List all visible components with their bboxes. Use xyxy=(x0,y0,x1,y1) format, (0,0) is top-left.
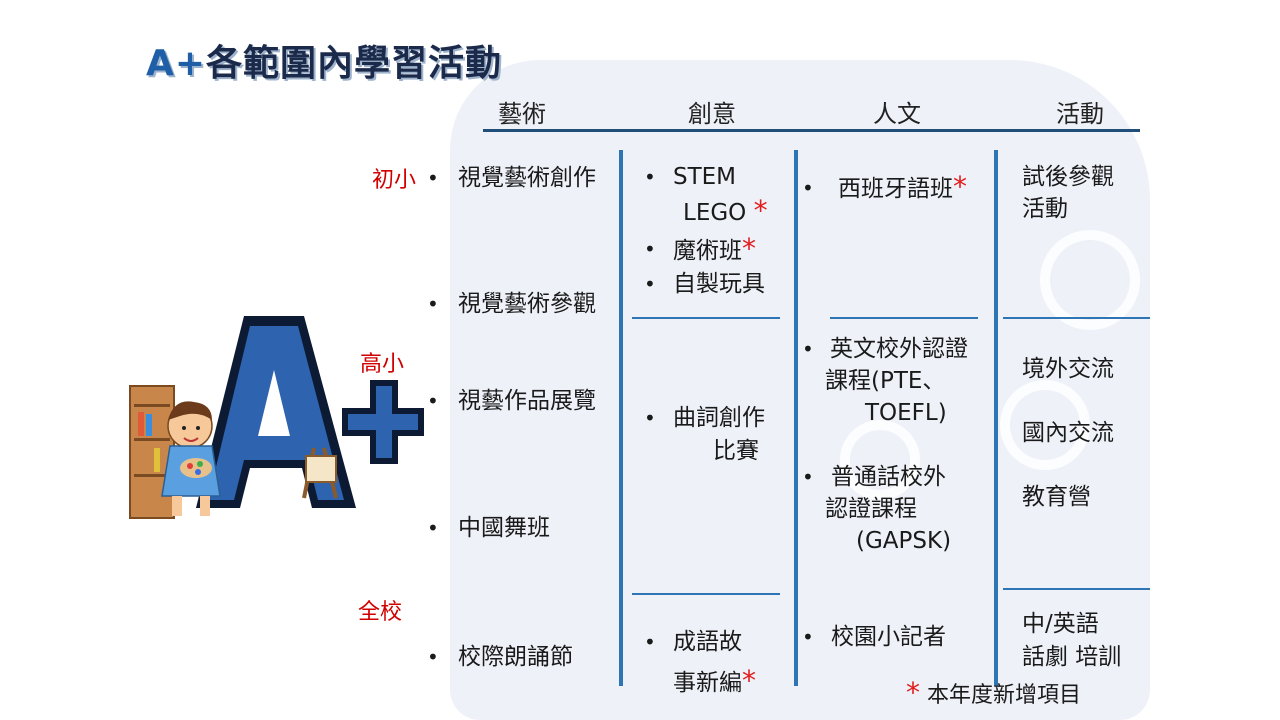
activity-overseas: 境外交流 xyxy=(1022,356,1114,382)
creative-magic-text: 魔術班 xyxy=(673,238,742,264)
easel-canvas xyxy=(305,455,337,483)
background-ring xyxy=(1000,380,1090,470)
a-plus-child-painting-illustration xyxy=(129,316,424,519)
humanities-putonghua-line2: 認證課程 xyxy=(825,496,917,522)
bullet-marker: • xyxy=(802,337,814,361)
creative-stem-text: LEGO xyxy=(683,200,747,226)
creative-magic: 魔術班* xyxy=(673,232,756,268)
humanities-english-line3: TOEFL) xyxy=(865,400,947,426)
new-item-star: * xyxy=(906,676,920,709)
creative-lyrics-line1: 曲詞創作 xyxy=(673,405,765,431)
title-prefix: A+ xyxy=(146,43,207,84)
creative-idiom-text: 事新編 xyxy=(673,670,742,696)
header-activities: 活動 xyxy=(1056,100,1104,128)
header-humanities: 人文 xyxy=(873,100,921,128)
creative-idiom-line1: 成語故 xyxy=(673,629,742,655)
activity-drama-line1: 中/英語 xyxy=(1022,611,1099,637)
creative-stem-line1: STEM xyxy=(673,164,737,190)
activity-camp: 教育營 xyxy=(1022,484,1091,510)
section-divider xyxy=(632,317,780,319)
section-divider xyxy=(830,317,978,319)
humanities-putonghua-line1: 普通話校外 xyxy=(831,464,946,490)
section-divider xyxy=(1003,588,1150,590)
section-divider xyxy=(1003,317,1150,319)
humanities-reporter: 校園小記者 xyxy=(831,624,946,650)
creative-lyrics-line2: 比賽 xyxy=(713,438,759,464)
bullet-marker: • xyxy=(644,237,656,261)
bullet-marker: • xyxy=(644,406,656,430)
humanities-putonghua-line3: (GAPSK) xyxy=(856,528,952,554)
creative-toys: 自製玩具 xyxy=(673,271,765,297)
humanities-spanish: 西班牙語班* xyxy=(838,170,967,206)
level-junior: 初小 xyxy=(372,168,417,193)
bullet-marker: • xyxy=(802,176,814,200)
palette xyxy=(180,458,212,478)
bullet-marker: • xyxy=(802,465,814,489)
header-divider xyxy=(483,129,1140,132)
level-whole-school: 全校 xyxy=(358,600,403,625)
column-divider xyxy=(619,150,623,686)
level-senior: 高小 xyxy=(360,352,405,377)
humanities-english-line1: 英文校外認證 xyxy=(830,336,968,362)
bullet-marker: • xyxy=(802,625,814,649)
section-divider xyxy=(632,593,780,595)
column-divider xyxy=(794,150,798,686)
humanities-spanish-text: 西班牙語班 xyxy=(838,176,953,202)
column-divider xyxy=(994,150,998,686)
art-item: 校際朗誦節 xyxy=(458,644,573,670)
art-item: 視藝作品展覽 xyxy=(458,388,596,414)
activity-visit-line1: 試後參觀 xyxy=(1022,164,1114,190)
humanities-english-line2: 課程(PTE、 xyxy=(825,368,946,394)
bullet-marker: • xyxy=(427,516,439,540)
art-item: 中國舞班 xyxy=(458,515,550,541)
background-ring xyxy=(1040,230,1140,330)
header-art: 藝術 xyxy=(498,100,546,128)
activity-local: 國內交流 xyxy=(1022,420,1114,446)
creative-idiom-line2: 事新編* xyxy=(673,664,756,700)
page-title: A+各範圍內學習活動 xyxy=(146,34,502,86)
new-item-star: * xyxy=(953,170,967,203)
art-item: 視覺藝術參觀 xyxy=(458,291,596,317)
legend-note-text: 本年度新增項目 xyxy=(927,683,1082,708)
creative-stem-line2: LEGO * xyxy=(683,194,768,230)
bullet-marker: • xyxy=(644,165,656,189)
legend-note: * 本年度新增項目 xyxy=(906,676,1081,709)
bullet-marker: • xyxy=(644,630,656,654)
new-item-star: * xyxy=(753,194,768,227)
header-creative: 創意 xyxy=(688,100,736,128)
bullet-marker: • xyxy=(427,166,439,190)
activity-visit-line2: 活動 xyxy=(1022,196,1068,222)
background-ring xyxy=(840,420,920,500)
activity-drama-line2: 話劇 培訓 xyxy=(1022,644,1122,670)
bullet-marker: • xyxy=(644,272,656,296)
new-item-star: * xyxy=(742,664,756,697)
title-text: 各範圍內學習活動 xyxy=(206,43,503,84)
bullet-marker: • xyxy=(427,645,439,669)
new-item-star: * xyxy=(742,232,756,265)
bullet-marker: • xyxy=(427,292,439,316)
art-item: 視覺藝術創作 xyxy=(458,165,596,191)
bullet-marker: • xyxy=(427,389,439,413)
